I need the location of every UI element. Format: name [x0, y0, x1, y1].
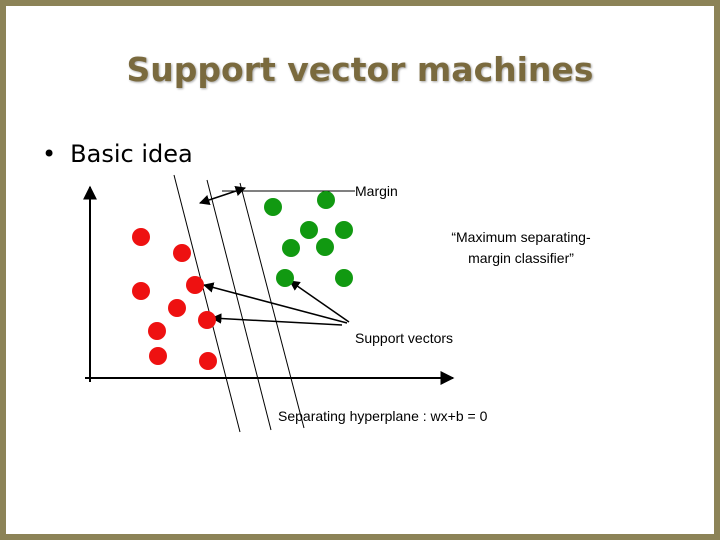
- red-point: [173, 244, 191, 262]
- red-point: [198, 311, 216, 329]
- red-point: [168, 299, 186, 317]
- green-point: [316, 238, 334, 256]
- classifier-label-line1: “Maximum separating-: [451, 229, 591, 245]
- red-point: [148, 322, 166, 340]
- support-vector-arrow-3: [210, 313, 343, 326]
- red-point: [199, 352, 217, 370]
- support-vector-arrow-1: [289, 280, 350, 323]
- red-point: [149, 347, 167, 365]
- bullet-text: Basic idea: [70, 140, 193, 168]
- green-point: [276, 269, 294, 287]
- margin-line-right: [239, 182, 305, 429]
- green-point: [300, 221, 318, 239]
- green-point: [282, 239, 300, 257]
- green-point: [335, 221, 353, 239]
- red-point: [132, 228, 150, 246]
- green-class-points: [264, 191, 353, 287]
- green-point: [264, 198, 282, 216]
- margin-arrow: [199, 186, 246, 205]
- margin-line-left: [173, 174, 241, 433]
- slide-title: Support vector machines: [126, 50, 594, 89]
- red-point: [132, 282, 150, 300]
- bullet-item: • Basic idea: [42, 140, 193, 168]
- margin-label: Margin: [355, 183, 398, 199]
- bullet-dot-icon: •: [42, 140, 57, 168]
- classifier-label-line2: margin classifier”: [468, 250, 574, 266]
- red-class-points: [132, 228, 217, 370]
- separating-hyperplane-line: [206, 179, 272, 431]
- green-point: [335, 269, 353, 287]
- support-vectors-label: Support vectors: [355, 330, 454, 346]
- support-vector-arrow-2: [202, 282, 348, 324]
- green-point: [317, 191, 335, 209]
- hyperplane-label: Separating hyperplane : wx+b = 0: [278, 408, 488, 424]
- red-point: [186, 276, 204, 294]
